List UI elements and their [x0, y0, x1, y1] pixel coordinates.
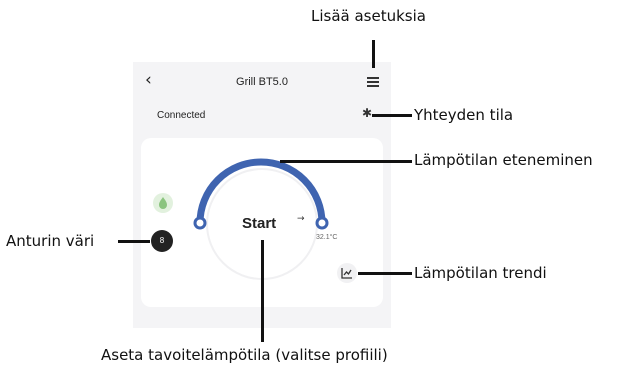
temperature-progress-arc [196, 158, 326, 227]
callout-line-sensor [118, 240, 150, 243]
line-chart-icon[interactable] [337, 263, 357, 283]
connection-status: Connected [157, 110, 206, 121]
thermometer-drop-icon [153, 193, 173, 213]
callout-line-target [261, 240, 264, 342]
annotation-connection-state: Yhteyden tila [414, 106, 514, 124]
annotation-sensor-color: Anturin väri [6, 232, 95, 250]
callout-line-progress [280, 160, 412, 163]
start-target-button[interactable]: Start [242, 215, 277, 232]
arrow-right-icon: → [297, 214, 305, 224]
callout-line-settings [372, 40, 375, 68]
hamburger-menu-icon[interactable] [367, 77, 379, 87]
callout-line-trend [358, 272, 412, 275]
bluetooth-icon: ✱ [362, 106, 373, 120]
callout-line-connection [372, 114, 412, 117]
arc-end-knob[interactable] [315, 216, 329, 230]
current-temperature: 32.1°C [316, 234, 338, 241]
device-title: Grill BT5.0 [236, 76, 288, 88]
annotation-temperature-trend: Lämpötilan trendi [414, 264, 547, 282]
top-bar: ‹ Grill BT5.0 [133, 62, 391, 98]
chevron-left-icon[interactable]: ‹ [145, 70, 152, 90]
arc-start-knob [193, 216, 207, 230]
annotation-temperature-progress: Lämpötilan eteneminen [414, 151, 593, 169]
annotation-set-target-temperature: Aseta tavoitelämpötila (valitse profiili… [101, 346, 388, 364]
sensor-color-badge[interactable]: 8 [151, 230, 173, 252]
annotation-more-settings: Lisää asetuksia [311, 7, 426, 25]
